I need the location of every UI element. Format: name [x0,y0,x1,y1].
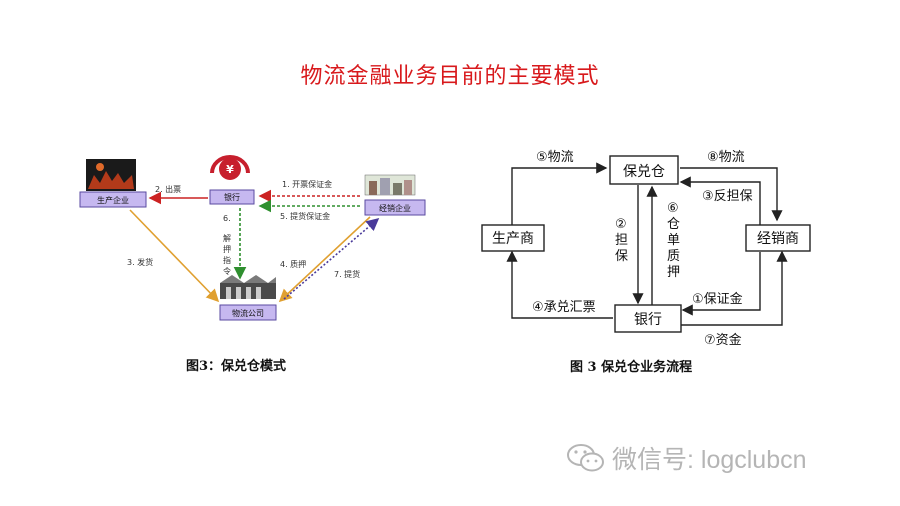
producer-label-r: 生产商 [492,231,534,247]
arrow-pickup [283,217,380,300]
factory-image [86,159,136,191]
wechat-icon [567,444,604,472]
edge-e4 [506,250,613,319]
bank-label-r: 银行 [634,312,662,328]
left-diagram: 生产企业 ¥ 银行 经销企业 物流公司 2. 出票 1. 开票保证金 5. 提货… [79,155,426,321]
label-e1: ①保证金 [692,291,743,307]
label-step7: 7. 提货 [334,269,360,279]
logistics-label: 物流公司 [232,308,264,318]
right-diagram-caption: 图 3 保兑仓业务流程 [570,360,693,375]
edge-e3 [679,176,761,225]
label-step3: 3. 发货 [127,257,153,267]
bank-label: 银行 [224,192,240,202]
logistics-node [219,304,277,321]
bank-logo-icon: ¥ [210,155,250,180]
label-e4: ④承兑汇票 [532,300,596,315]
watermark-text: 微信号: logclubcn [612,446,807,474]
arrow-ship [129,209,220,303]
dealer-label: 经销企业 [379,203,411,213]
bank-node-r [614,304,682,333]
warehouse-node [609,155,679,185]
label-e3: ③反担保 [702,189,753,204]
left-diagram-caption: 图3：保兑仓模式 [186,359,287,374]
producer-node-r [481,224,545,252]
label-step6: 解押指令 [223,233,231,276]
warehouse-label: 保兑仓 [623,164,665,180]
arrow-pledge [278,216,371,303]
dealer-image [364,174,416,196]
dealer-node-r [745,224,811,252]
bank-node [209,189,255,205]
producer-node [79,191,147,208]
edge-e1 [681,252,761,316]
label-step2: 2. 出票 [155,184,181,194]
dealer-label-r: 经销商 [757,231,799,247]
label-step6-num: 6. [223,214,231,223]
label-e8: ⑧物流 [707,150,745,165]
label-e7: ⑦资金 [704,332,742,348]
edge-e5 [511,162,608,225]
label-e5: ⑤物流 [536,150,574,165]
watermark: 微信号: logclubcn [566,440,807,476]
svg-text:¥: ¥ [226,163,234,176]
page-title: 物流金融业务目前的主要模式 [300,64,600,89]
label-step1: 1. 开票保证金 [282,179,332,189]
producer-label: 生产企业 [97,195,129,205]
label-step5: 5. 提货保证金 [280,211,330,221]
edge-e7 [680,250,788,326]
warehouse-image [220,275,276,299]
label-step4: 4. 质押 [280,259,306,269]
dealer-node [364,199,426,216]
edge-e8 [680,167,783,222]
